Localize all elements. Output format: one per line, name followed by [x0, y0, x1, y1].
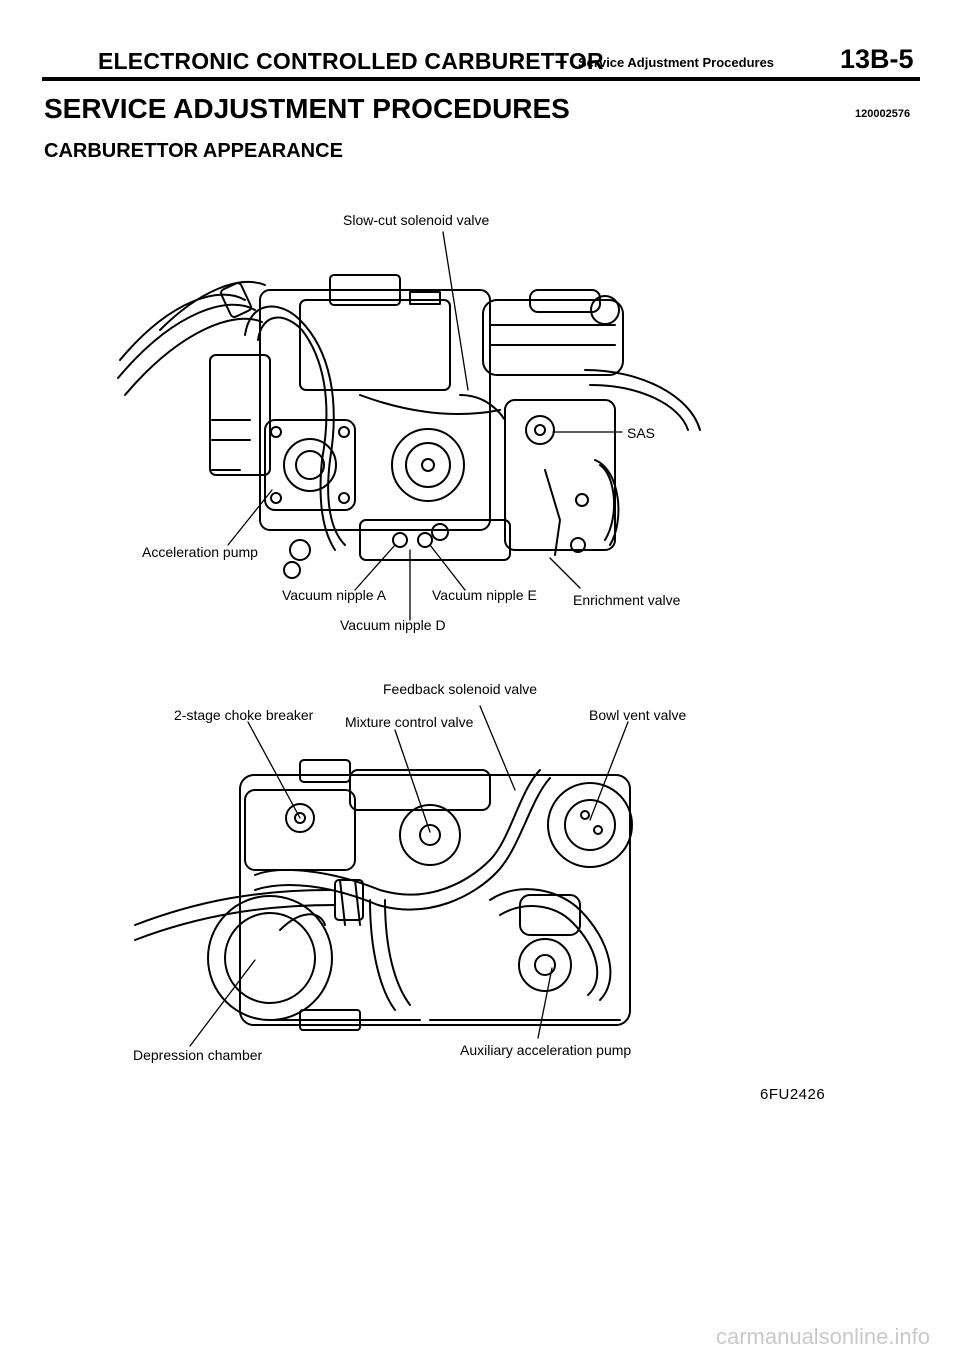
- carburettor-top-view: [117, 274, 701, 579]
- label-auxiliary-acceleration-pump: Auxiliary acceleration pump: [460, 1042, 632, 1058]
- label-2-stage-choke-breaker: 2-stage choke breaker: [174, 707, 314, 723]
- bottom-leader-lines: [189, 705, 629, 1047]
- section-subtitle: CARBURETTOR APPEARANCE: [44, 140, 343, 162]
- label-acceleration-pump: Acceleration pump: [142, 544, 258, 560]
- label-vacuum-nipple-a: Vacuum nipple A: [282, 587, 387, 603]
- footer-watermark: carmanualsonline.info: [715, 1324, 930, 1349]
- figure-code: 6FU2426: [760, 1086, 826, 1103]
- label-enrichment-valve: Enrichment valve: [573, 592, 681, 608]
- label-feedback-solenoid-valve: Feedback solenoid valve: [383, 681, 538, 697]
- label-mixture-control-valve: Mixture control valve: [345, 714, 474, 730]
- header-title: ELECTRONIC CONTROLLED CARBURETTOR: [98, 48, 604, 74]
- carburettor-side-view: [134, 759, 633, 1031]
- label-bowl-vent-valve: Bowl vent valve: [589, 707, 687, 723]
- header-rule: [42, 77, 920, 81]
- label-vacuum-nipple-e: Vacuum nipple E: [432, 587, 537, 603]
- header-dash: –: [555, 48, 568, 73]
- page-number: 13B-5: [840, 44, 914, 74]
- top-leader-lines: [227, 231, 623, 621]
- document-code: 120002576: [855, 108, 911, 120]
- label-sas: SAS: [627, 425, 656, 441]
- label-depression-chamber: Depression chamber: [133, 1047, 263, 1063]
- label-vacuum-nipple-d: Vacuum nipple D: [340, 617, 446, 633]
- label-slow-cut-solenoid-valve: Slow-cut solenoid valve: [343, 212, 490, 228]
- header-subtitle: Service Adjustment Procedures: [578, 55, 775, 70]
- section-title: SERVICE ADJUSTMENT PROCEDURES: [44, 93, 570, 124]
